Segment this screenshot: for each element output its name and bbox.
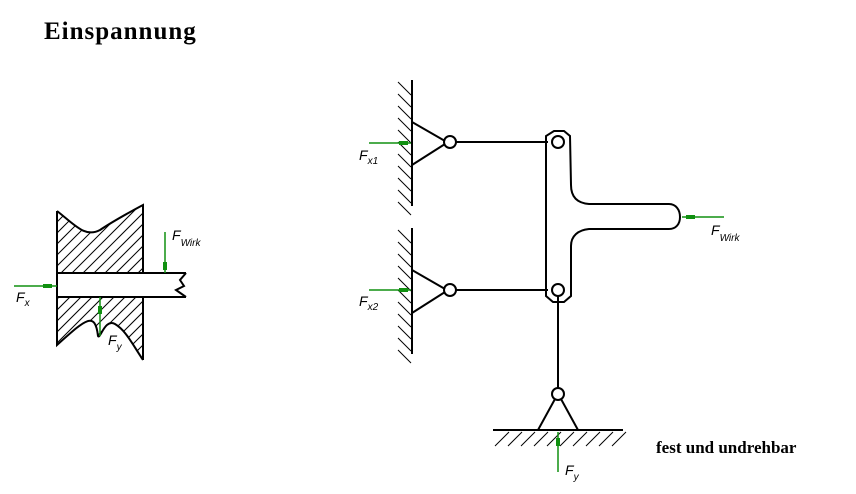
hatch-line (397, 229, 412, 244)
label-fy: Fy (108, 332, 123, 353)
hatch-line (57, 205, 58, 360)
wall-hatching (397, 81, 627, 447)
hatch-line (585, 431, 601, 447)
hatch-line (397, 201, 412, 216)
hatch-line (397, 153, 412, 168)
hatch-line (397, 277, 412, 292)
hatch-line (520, 431, 536, 447)
pin-joint (551, 387, 565, 401)
pin-joint (551, 283, 565, 297)
hatch-line (57, 205, 91, 360)
clamped-beam-sketch: Fx FWirk Fy (14, 200, 332, 361)
hatch-line (397, 117, 412, 132)
mechanism-model: Fx1 Fx2 FWirk Fy (359, 80, 740, 483)
hatch-line (105, 205, 143, 360)
hatch-line (397, 129, 412, 144)
hatch-line (397, 177, 412, 192)
label-fx2: Fx2 (359, 293, 379, 313)
hatch-line (598, 431, 614, 447)
pin-joint (551, 135, 565, 149)
hatch-line (397, 349, 412, 364)
hatch-line (397, 241, 412, 256)
hatch-line (57, 205, 135, 360)
hatch-line (572, 431, 588, 447)
hatch-line (494, 431, 510, 447)
support-bottom (537, 398, 579, 431)
beam (56, 272, 187, 298)
label-fx1: Fx1 (359, 147, 378, 167)
hatch-line (507, 431, 523, 447)
hatch-line (533, 431, 549, 447)
label-fy: Fy (565, 462, 580, 483)
caption: fest und undrehbar (656, 438, 797, 457)
label-fx: Fx (16, 289, 31, 309)
hatch-line (397, 289, 412, 304)
hatch-line (397, 105, 412, 120)
pin-joint (443, 283, 457, 297)
hatch-line (397, 301, 412, 316)
hatch-line (397, 313, 412, 328)
hatch-line (397, 337, 412, 352)
hatch-line (611, 431, 627, 447)
label-fwirk: FWirk (172, 227, 201, 249)
page-title: Einspannung (44, 18, 197, 45)
hatch-line (397, 253, 412, 268)
support-lower (411, 269, 446, 314)
hatch-line (397, 325, 412, 340)
hatch-line (559, 431, 575, 447)
hatch-line (397, 81, 412, 96)
t-plate (545, 130, 682, 303)
hatch-line (172, 200, 332, 360)
hatch-line (397, 189, 412, 204)
support-upper (411, 121, 446, 166)
hatch-line (397, 93, 412, 108)
hatch-line (397, 265, 412, 280)
hatch-line (397, 165, 412, 180)
wall-outline (56, 203, 144, 361)
pin-joint (443, 135, 457, 149)
label-fwirk: FWirk (711, 222, 740, 244)
hatch-line (57, 205, 102, 360)
